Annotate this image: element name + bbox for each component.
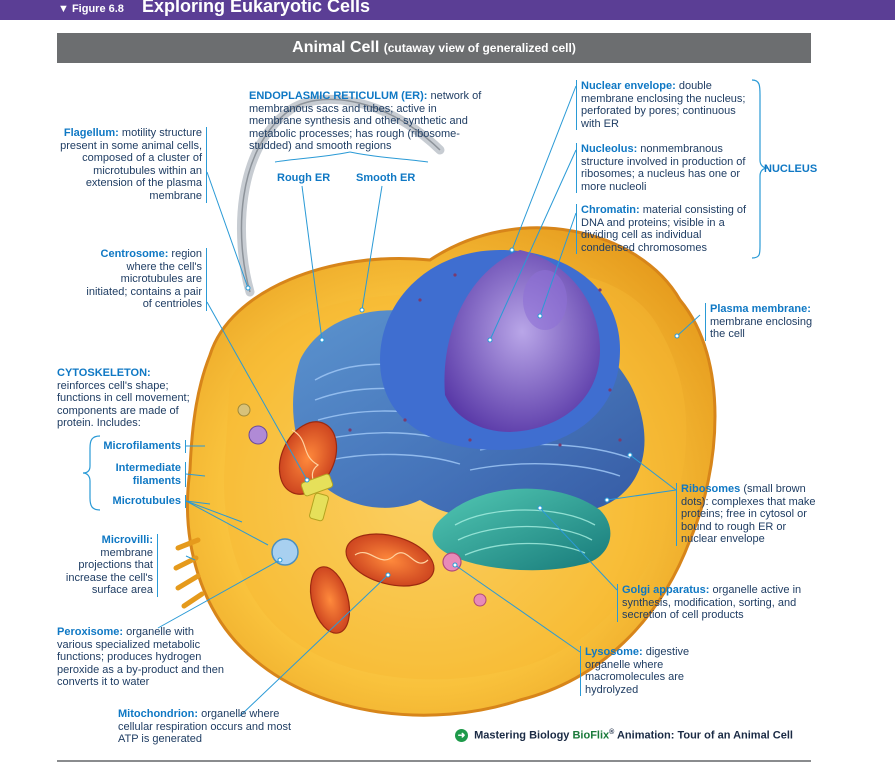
- centrosome-label: Centrosome: region where the cell's micr…: [80, 248, 207, 311]
- diagram-title: Animal Cell: [292, 39, 380, 56]
- figure-title: Exploring Eukaryotic Cells: [142, 0, 371, 16]
- lysosome-label: Lysosome: digestive organelle where macr…: [580, 646, 710, 697]
- cytoskeleton-label-name: CYTOSKELETON:: [57, 367, 151, 379]
- peroxisome-label-name: Peroxisome:: [57, 626, 124, 638]
- footer-divider: [57, 760, 811, 762]
- mastering-biology-text: Mastering Biology: [474, 729, 570, 742]
- ribosomes-label-desc: (small brown dots): complexes that make …: [681, 483, 816, 546]
- er-label-name: ENDOPLASMIC RETICULUM (ER):: [249, 90, 428, 102]
- microfilaments-label-text: Microfilaments: [103, 440, 181, 452]
- chromatin-label-name: Chromatin:: [581, 204, 640, 216]
- nuclear-envelope-label-name: Nuclear envelope:: [581, 80, 676, 92]
- mitochondrion-label: Mitochondrion: organelle where cellular …: [118, 708, 304, 746]
- rough-er-label: Rough ER: [277, 172, 330, 185]
- lysosome-shape: [442, 552, 462, 572]
- ribosomes-label: Ribosomes (small brown dots): complexes …: [676, 483, 818, 546]
- lysosome-label-desc: digestive organelle where macromolecules…: [585, 646, 690, 696]
- mitochondrion-label-name: Mitochondrion:: [118, 708, 199, 720]
- mastering-biology-link[interactable]: ➜ Mastering Biology BioFlix® Animation: …: [455, 729, 793, 743]
- nucleus-label-text: NUCLEUS: [764, 163, 818, 175]
- nucleus-brace: [751, 79, 769, 259]
- plasma-membrane-label: Plasma membrane: membrane enclosing the …: [705, 303, 817, 341]
- mitochondrion-shape-2: [345, 533, 435, 587]
- golgi-shape: [432, 488, 611, 571]
- chromatin-label: Chromatin: material consisting of DNA an…: [576, 204, 752, 255]
- peroxisome-label: Peroxisome: organelle with various speci…: [57, 626, 227, 689]
- microtubules-label: Microtubules: [104, 495, 186, 508]
- bioflix-registered: ®: [609, 729, 615, 736]
- bioflix-text: BioFlix: [572, 729, 610, 742]
- flagellum-label-desc: motility structure present in some anima…: [60, 127, 202, 202]
- golgi-label-desc: organelle active in synthesis, modificat…: [622, 584, 802, 622]
- figure-number: ▼ Figure 6.8: [58, 3, 124, 15]
- microfilaments-label: Microfilaments: [98, 440, 186, 453]
- diagram-subtitle: (cutaway view of generalized cell): [383, 41, 576, 55]
- figure-header-bar: ▼ Figure 6.8 Exploring Eukaryotic Cells: [0, 0, 895, 20]
- golgi-label-name: Golgi apparatus:: [622, 584, 710, 596]
- nuclear-envelope-label: Nuclear envelope: double membrane enclos…: [576, 80, 748, 131]
- nucleolus-shape: [523, 270, 567, 330]
- flagellum-label-name: Flagellum:: [63, 127, 119, 139]
- diagram-title-band: Animal Cell (cutaway view of generalized…: [57, 33, 811, 63]
- mitochondrion-shape-3: [309, 566, 351, 634]
- intermediate-filaments-label: Intermediate filaments: [104, 462, 186, 488]
- microvilli-label-name: Microvilli:: [101, 534, 153, 546]
- flagellum-label: Flagellum: motility structure present in…: [58, 127, 207, 203]
- plasma-membrane-label-name: Plasma membrane:: [710, 303, 811, 315]
- nucleolus-label-name: Nucleolus:: [581, 143, 638, 155]
- rough-er-label-text: Rough ER: [277, 172, 331, 184]
- centrosome-label-desc: region where the cell's microtubules are…: [86, 248, 202, 311]
- microtubules-label-text: Microtubules: [112, 495, 181, 507]
- er-label: ENDOPLASMIC RETICULUM (ER): network of m…: [249, 90, 483, 153]
- intermediate-filaments-label-text: Intermediate filaments: [115, 462, 181, 487]
- microvilli-label: Microvilli: membrane projections that in…: [58, 534, 158, 597]
- nucleolus-label-desc: nonmembranous structure involved in prod…: [581, 143, 746, 193]
- peroxisome-shape: [271, 538, 299, 566]
- arrow-right-icon: ➜: [455, 729, 468, 743]
- centrosome-label-name: Centrosome:: [100, 248, 169, 260]
- animation-title-text: Animation: Tour of an Animal Cell: [616, 729, 793, 742]
- smooth-er-label-text: Smooth ER: [356, 172, 416, 184]
- nuclear-envelope-label-desc: double membrane enclosing the nucleus; p…: [581, 80, 746, 130]
- microvilli-shape: [173, 537, 205, 609]
- golgi-label: Golgi apparatus: organelle active in syn…: [617, 584, 815, 622]
- mitochondrion-label-desc: organelle where cellular respiration occ…: [118, 708, 292, 746]
- chromatin-label-desc: material consisting of DNA and proteins;…: [581, 204, 747, 254]
- peroxisome-label-desc: organelle with various specialized metab…: [57, 626, 224, 689]
- nucleolus-label: Nucleolus: nonmembranous structure invol…: [576, 143, 756, 194]
- plasma-membrane-label-desc: membrane enclosing the cell: [710, 315, 813, 341]
- smooth-er-label: Smooth ER: [356, 172, 415, 185]
- lysosome-label-name: Lysosome:: [585, 646, 643, 658]
- nucleus-label: NUCLEUS: [764, 163, 817, 176]
- er-label-desc: network of membranous sacs and tubes; ac…: [249, 90, 482, 153]
- cytoskeleton-brace: [82, 435, 101, 511]
- cytoskeleton-label-desc: reinforces cell's shape; functions in ce…: [57, 379, 190, 430]
- leader-lines: [157, 85, 701, 717]
- microvilli-label-desc: membrane projections that increase the c…: [65, 546, 153, 597]
- ribosomes-label-name: Ribosomes: [681, 483, 741, 495]
- cytoskeleton-label: CYTOSKELETON: reinforces cell's shape; f…: [57, 367, 205, 430]
- centrosome-shape: [300, 473, 334, 522]
